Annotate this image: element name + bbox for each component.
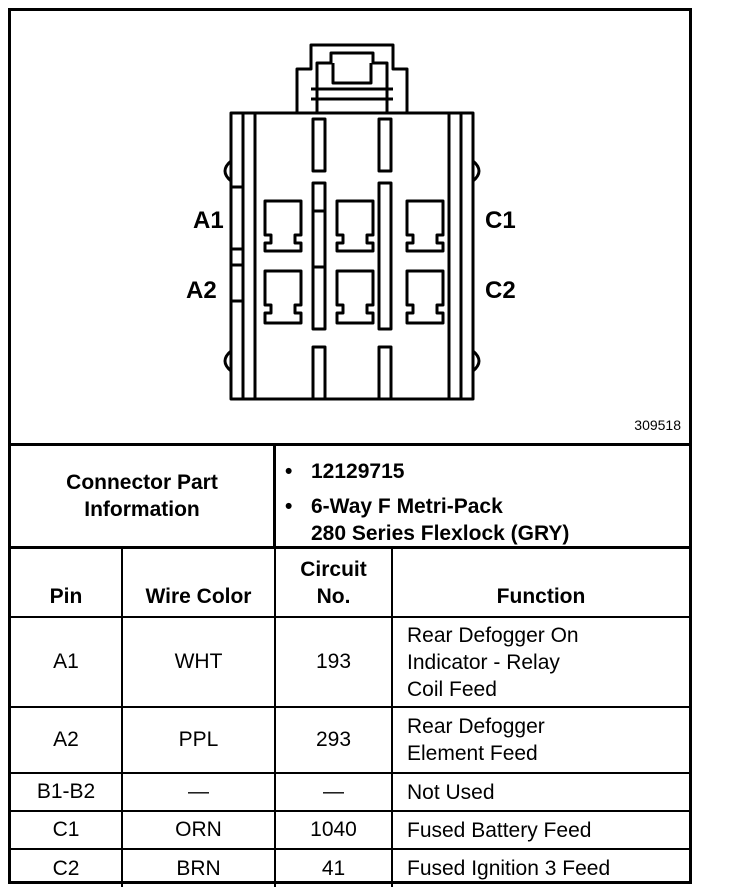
- figure-id: 309518: [634, 417, 681, 433]
- connector-latch: [295, 43, 409, 113]
- cell-pin: A1: [11, 616, 123, 708]
- connector-housing: [223, 111, 481, 401]
- cell-function: Not Used: [391, 772, 689, 812]
- pin-label-a2: A2: [186, 277, 217, 304]
- pin-label-c2: C2: [485, 277, 516, 304]
- cell-circuit: 1040: [274, 810, 393, 850]
- bullet-icon: •: [285, 495, 293, 518]
- part-number: 12129715: [311, 460, 405, 483]
- header-pin: Pin: [11, 549, 123, 618]
- cell-circuit: 41: [274, 848, 393, 887]
- pin-label-a1: A1: [193, 207, 224, 234]
- cell-function: Fused Battery Feed: [391, 810, 689, 850]
- connector-info-label: Connector Part Information: [11, 446, 276, 546]
- cell-pin: A2: [11, 706, 123, 774]
- bullet-icon: •: [285, 460, 293, 483]
- header-function: Function: [391, 549, 689, 618]
- table-header-row: Pin Wire Color Circuit No. Function: [11, 549, 689, 618]
- connector-part-info: Connector Part Information • 12129715 • …: [11, 446, 689, 549]
- cell-function: Rear Defogger On Indicator - Relay Coil …: [391, 616, 689, 708]
- key-slots: [311, 117, 393, 401]
- cell-wire-color: PPL: [121, 706, 276, 774]
- cell-pin: C1: [11, 810, 123, 850]
- table-row: C1 ORN 1040 Fused Battery Feed: [11, 810, 689, 850]
- pin-table: Pin Wire Color Circuit No. Function A1 W…: [11, 549, 689, 887]
- cell-pin: C2: [11, 848, 123, 887]
- table-row: C2 BRN 41 Fused Ignition 3 Feed: [11, 848, 689, 887]
- info-item: • 6-Way F Metri-Pack 280 Series Flexlock…: [285, 493, 570, 547]
- connector-info-list: • 12129715 • 6-Way F Metri-Pack 280 Seri…: [285, 458, 570, 555]
- cell-function: Fused Ignition 3 Feed: [391, 848, 689, 887]
- header-circuit-no: Circuit No.: [274, 549, 393, 618]
- cell-circuit: 293: [274, 706, 393, 774]
- cell-wire-color: ORN: [121, 810, 276, 850]
- cell-wire-color: —: [121, 772, 276, 812]
- connector-sheet: A1 A2 C1 C2 309518 Connector Part Inform…: [8, 8, 692, 887]
- connector-face-drawing: [223, 43, 481, 401]
- table-row: A1 WHT 193 Rear Defogger On Indicator - …: [11, 616, 689, 708]
- header-wire-color: Wire Color: [121, 549, 276, 618]
- connector-figure: A1 A2 C1 C2 309518: [11, 11, 689, 446]
- cell-wire-color: BRN: [121, 848, 276, 887]
- terminal-cavities: [263, 199, 445, 325]
- cell-function: Rear Defogger Element Feed: [391, 706, 689, 774]
- table-row: B1-B2 — — Not Used: [11, 772, 689, 812]
- cell-circuit: —: [274, 772, 393, 812]
- info-item: • 12129715: [285, 458, 569, 485]
- cell-circuit: 193: [274, 616, 393, 708]
- pin-label-c1: C1: [485, 207, 516, 234]
- cell-wire-color: WHT: [121, 616, 276, 708]
- cell-pin: B1-B2: [11, 772, 123, 812]
- table-row: A2 PPL 293 Rear Defogger Element Feed: [11, 706, 689, 774]
- connector-description: 6-Way F Metri-Pack 280 Series Flexlock (…: [311, 495, 570, 545]
